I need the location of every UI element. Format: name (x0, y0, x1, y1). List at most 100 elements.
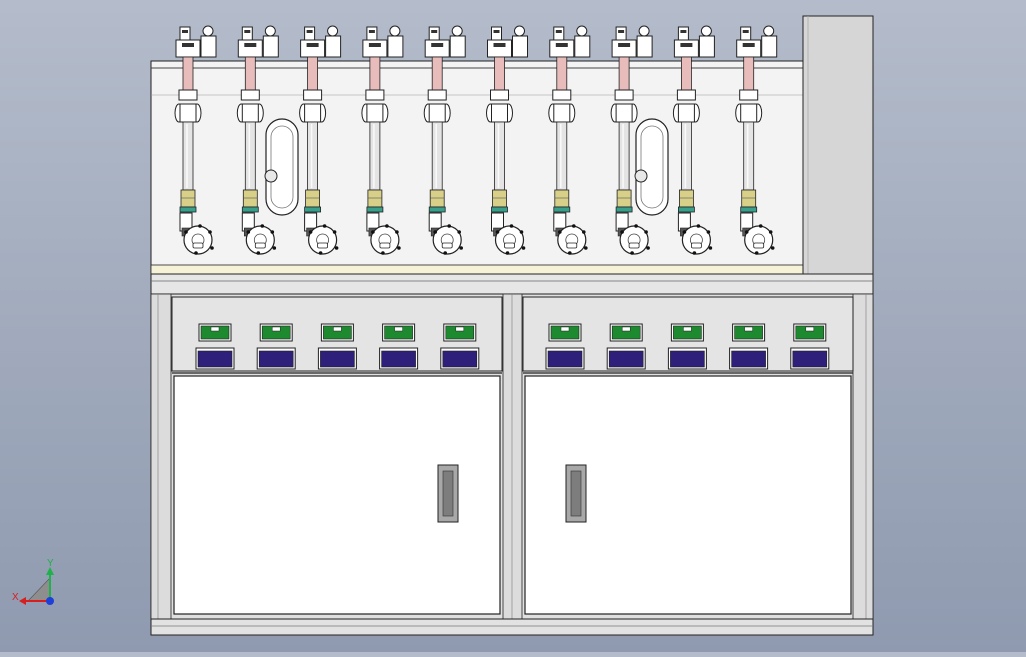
union-fitting (610, 89, 638, 123)
bottom-gauge-valve (241, 212, 277, 255)
brass-band (492, 189, 507, 208)
union-fitting (735, 89, 763, 123)
green-display (443, 323, 477, 342)
steel-pipe (244, 121, 256, 191)
seal-ring (179, 206, 197, 213)
top-clamp-connector (611, 25, 653, 58)
purple-button[interactable] (606, 347, 646, 370)
union-fitting (236, 89, 264, 123)
purple-button[interactable] (379, 347, 419, 370)
left-control-bank (195, 323, 480, 370)
left-post (150, 293, 172, 621)
orientation-triad: X Y (12, 558, 54, 605)
green-display (793, 323, 827, 342)
control-units (195, 323, 830, 370)
bottom-gauge-valve (428, 212, 464, 255)
control-unit (195, 323, 235, 370)
purple-button[interactable] (440, 347, 480, 370)
purple-button[interactable] (256, 347, 296, 370)
steel-pipe (369, 121, 381, 191)
steel-pipe (307, 121, 319, 191)
steel-pipe (681, 121, 692, 191)
top-clamp-connector (424, 25, 466, 58)
green-display (259, 323, 293, 342)
pipe-station-8 (610, 25, 653, 255)
union-fitting (486, 89, 513, 123)
bottom-gauge-valve (304, 212, 339, 255)
bottom-gauge-valve (179, 212, 214, 255)
brass-band (305, 189, 321, 208)
green-display (198, 323, 232, 342)
green-display (732, 323, 766, 342)
bottom-gauge-valve (491, 212, 526, 255)
copper-pipe (431, 56, 443, 91)
steel-pipe (743, 121, 755, 191)
copper-pipe (494, 56, 505, 91)
purple-button[interactable] (195, 347, 235, 370)
seal-ring (491, 206, 508, 213)
oval-window-right (634, 118, 669, 216)
seal-ring (304, 206, 322, 213)
top-clamp-connector (673, 25, 715, 58)
copper-pipe (244, 56, 256, 91)
right-post (852, 293, 874, 621)
right-control-bank (545, 323, 830, 370)
control-unit (256, 323, 296, 370)
purple-button[interactable] (790, 347, 830, 370)
control-unit (379, 323, 419, 370)
control-unit (545, 323, 585, 370)
union-fitting (361, 89, 389, 123)
control-unit (440, 323, 480, 370)
top-clamp-connector (736, 25, 778, 58)
bottom-gauge-valve (615, 212, 650, 255)
union-fitting (548, 89, 576, 123)
triad-z-axis (46, 597, 54, 605)
pipe-station-3 (299, 25, 342, 255)
base-plinth (150, 618, 874, 636)
purple-button[interactable] (729, 347, 769, 370)
control-unit (606, 323, 646, 370)
pipe-station-9 (672, 25, 715, 255)
side-cabinet (802, 15, 874, 275)
seal-ring (553, 206, 571, 213)
control-unit (317, 323, 357, 370)
union-fitting (174, 89, 202, 123)
seal-ring (678, 206, 695, 213)
right-door-handle[interactable] (565, 464, 587, 523)
union-fitting (672, 89, 700, 123)
purple-button[interactable] (317, 347, 357, 370)
triad-x-label: X (12, 592, 19, 603)
purple-button[interactable] (545, 347, 585, 370)
pipe-station-2 (236, 25, 279, 255)
test-bench-machine (150, 15, 874, 636)
copper-pipe (556, 56, 568, 91)
top-clamp-connector (487, 25, 528, 58)
union-fitting (423, 89, 451, 123)
steel-pipe (431, 121, 443, 191)
copper-pipe (618, 56, 630, 91)
brass-band (429, 189, 445, 208)
steel-pipe (494, 121, 505, 191)
steel-pipe (618, 121, 630, 191)
brass-band (679, 189, 694, 208)
green-display (548, 323, 582, 342)
middle-beam (150, 273, 874, 295)
oval-window-left (264, 118, 299, 216)
green-display (382, 323, 416, 342)
pipe-station-7 (548, 25, 591, 255)
bottom-gauge-valve (366, 212, 401, 255)
control-unit (729, 323, 769, 370)
steel-pipe (556, 121, 568, 191)
top-clamp-connector (549, 25, 591, 58)
triad-cone (27, 577, 51, 602)
seal-ring (615, 206, 633, 213)
left-door-handle[interactable] (437, 464, 459, 523)
copper-pipe (369, 56, 381, 91)
triad-y-arrowhead (46, 567, 54, 575)
control-unit (667, 323, 707, 370)
brass-band (242, 189, 258, 208)
purple-button[interactable] (667, 347, 707, 370)
top-clamp-connector (300, 25, 342, 58)
